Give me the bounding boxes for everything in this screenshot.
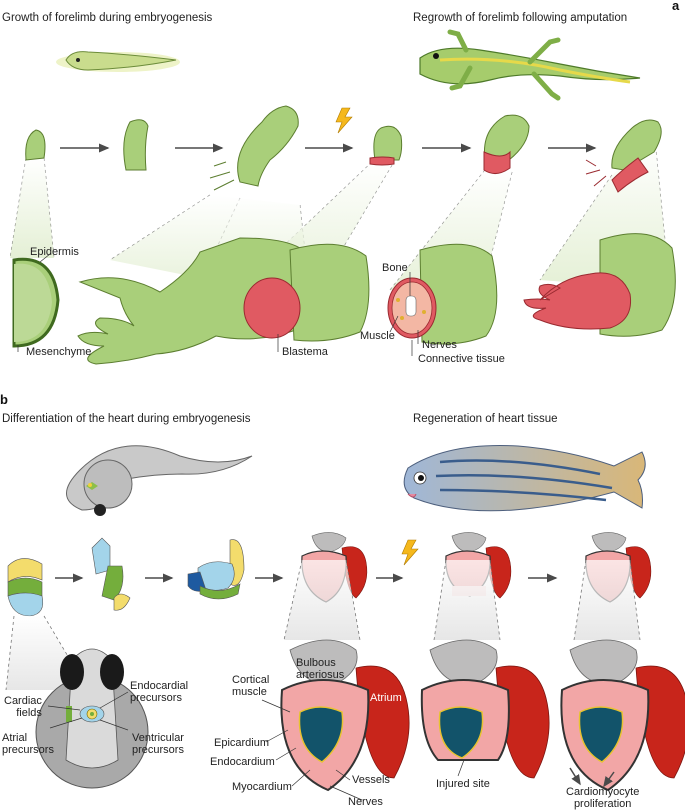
label-bulbous-arteriosus: Bulbous arteriosus <box>296 657 345 681</box>
limb-stages-small <box>25 105 662 193</box>
label-injured-site: Injured site <box>436 778 490 790</box>
label-vessels: Vessels <box>352 774 390 786</box>
panel-a-letter: a <box>672 0 680 13</box>
label-cardiomyocyte-proliferation: Cardiomyocyte proliferation <box>566 786 640 810</box>
label-nerves-b: Nerves <box>348 796 383 808</box>
heart-stage-3 <box>187 539 245 600</box>
heart-stage-1 <box>7 558 44 617</box>
zebrafish-adult <box>403 445 646 512</box>
adult-heart-large-3 <box>560 639 685 792</box>
label-epidermis: Epidermis <box>30 246 79 258</box>
label-atrium: Atrium <box>370 692 402 704</box>
axolotl-larva <box>56 51 180 72</box>
panel-a-left-title: Growth of forelimb during embryogenesis <box>2 12 213 24</box>
panel-b-left-title: Differentiation of the heart during embr… <box>2 413 251 425</box>
label-endocardium: Endocardium <box>210 756 275 768</box>
leader-lines-b <box>47 691 465 801</box>
label-epicardium: Epicardium <box>214 737 270 749</box>
panel-b-right-title: Regeneration of heart tissue <box>413 413 558 425</box>
label-nerves-a: Nerves <box>422 339 457 351</box>
panel-b-letter: b <box>0 392 8 407</box>
label-atrial-precursors: Atrial precursors <box>2 732 54 756</box>
limb-large-cross-section <box>387 243 498 345</box>
label-cardiac-fields: Cardiac fields <box>4 695 42 719</box>
heart-stage-2 <box>91 537 131 611</box>
label-cortical-muscle: Cortical muscle <box>232 674 270 698</box>
amputation-lightning-icon <box>335 107 353 134</box>
label-endocardial-precursors: Endocardial precursors <box>130 680 189 704</box>
label-bone: Bone <box>382 262 408 274</box>
injury-lightning-icon <box>401 539 419 566</box>
zebrafish-embryo <box>66 445 253 516</box>
proliferation-arrows <box>569 767 615 788</box>
label-muscle: Muscle <box>360 330 395 342</box>
label-mesenchyme: Mesenchyme <box>26 346 92 358</box>
limb-large-regrown <box>523 233 676 337</box>
leader-lines-a <box>17 253 419 356</box>
panel-a-right-title: Regrowth of forelimb following amputatio… <box>413 12 628 24</box>
adult-heart-large-1 <box>280 639 410 792</box>
salamander <box>419 29 641 101</box>
limb-large-embryo <box>12 257 60 348</box>
embryo-dorsal-view <box>35 648 149 789</box>
limb-large-blastema <box>243 243 370 342</box>
label-blastema: Blastema <box>282 346 328 358</box>
label-myocardium: Myocardium <box>232 781 292 793</box>
adult-heart-large-2 <box>420 639 550 779</box>
label-connective-tissue: Connective tissue <box>418 353 505 365</box>
label-ventricular-precursors: Ventricular precursors <box>132 732 184 756</box>
limb-large-stage2 <box>77 237 314 365</box>
